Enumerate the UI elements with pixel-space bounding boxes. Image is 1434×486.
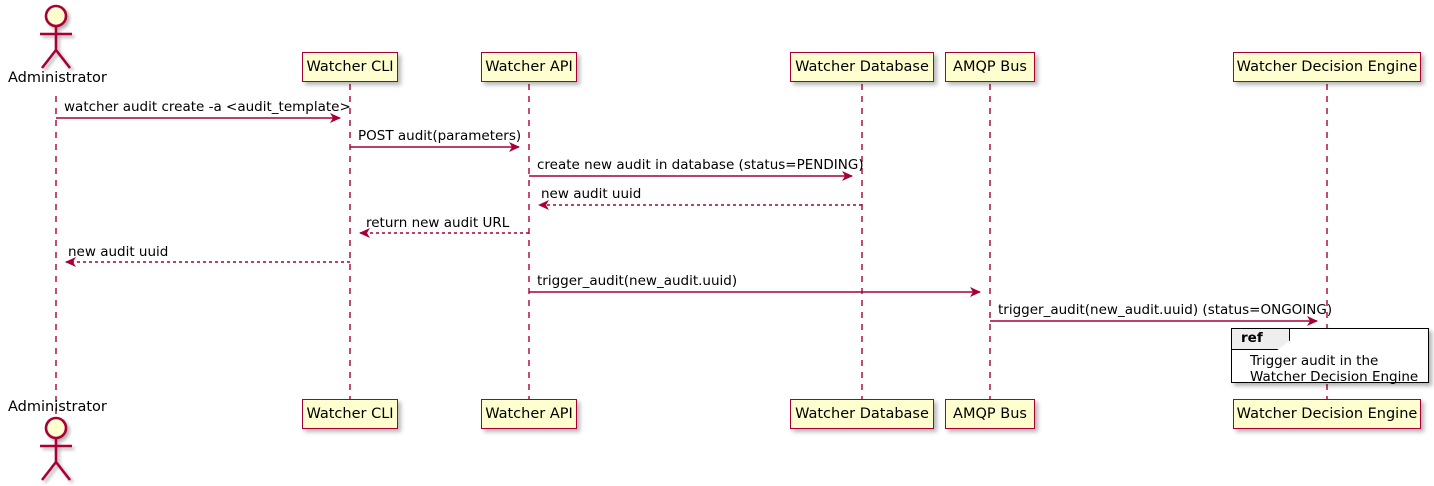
message-label-3: create new audit in database (status=PEN…	[537, 157, 864, 173]
participant-watcher-decision-engine-bottom[interactable]: Watcher Decision Engine	[1233, 399, 1421, 429]
message-arrows	[56, 113, 1318, 326]
message-label-5: return new audit URL	[366, 215, 510, 231]
ref-fragment-body-line-1: Trigger audit in the	[1250, 353, 1379, 369]
ref-fragment-tab	[1232, 329, 1290, 350]
participant-watcher-decision-engine-top[interactable]: Watcher Decision Engine	[1233, 52, 1421, 82]
participant-watcher-api-top[interactable]: Watcher API	[481, 52, 577, 82]
message-label-8: trigger_audit(new_audit.uuid) (status=ON…	[998, 302, 1333, 318]
message-label-1: watcher audit create -a <audit_template>	[64, 99, 351, 115]
ref-fragment-tab-label: ref	[1241, 330, 1263, 346]
participant-amqp-bus-top[interactable]: AMQP Bus	[945, 52, 1035, 82]
participant-watcher-cli-top[interactable]: Watcher CLI	[302, 52, 398, 82]
actor-label-administrator-top: Administrator	[8, 70, 107, 86]
actor-administrator-top-figure	[40, 4, 72, 69]
participant-amqp-bus-bottom[interactable]: AMQP Bus	[945, 399, 1035, 429]
ref-fragment-body-line-2: Watcher Decision Engine	[1250, 369, 1419, 385]
participant-watcher-database-top[interactable]: Watcher Database	[790, 52, 934, 82]
message-label-6: new audit uuid	[68, 244, 169, 260]
message-label-4: new audit uuid	[541, 186, 642, 202]
actor-administrator-bottom-figure	[40, 416, 72, 481]
message-label-2: POST audit(parameters)	[358, 128, 522, 144]
participant-watcher-database-bottom[interactable]: Watcher Database	[790, 399, 934, 429]
participant-watcher-api-bottom[interactable]: Watcher API	[481, 399, 577, 429]
participant-watcher-cli-bottom[interactable]: Watcher CLI	[302, 399, 398, 429]
actor-label-administrator-bottom: Administrator	[8, 399, 107, 415]
ref-fragment: ref Trigger audit in the Watcher Decisio…	[1231, 328, 1429, 385]
lifelines	[55, 84, 1328, 434]
message-label-7: trigger_audit(new_audit.uuid)	[537, 273, 738, 289]
